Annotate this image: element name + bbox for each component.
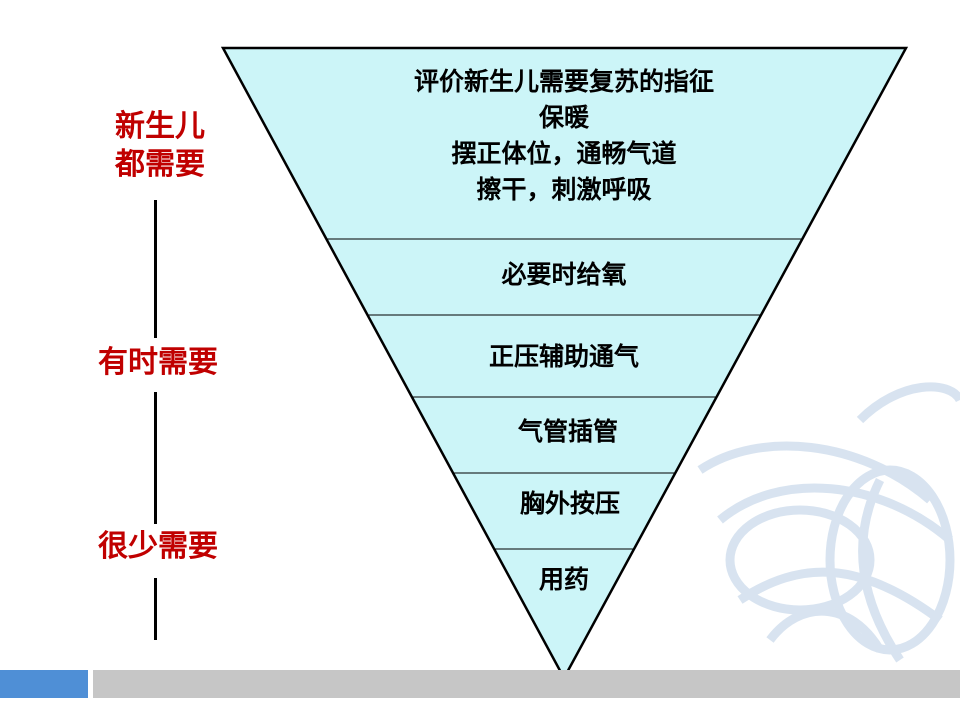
footer-bar-gray (93, 670, 960, 698)
tier-5-text: 胸外按压 (519, 489, 620, 518)
label-all-newborns: 新生儿 都需要 (95, 108, 225, 184)
label-all-newborns-line2: 都需要 (115, 147, 205, 182)
tier-2-text: 必要时给氧 (501, 260, 627, 289)
label-rarely-needed: 很少需要 (98, 529, 218, 564)
tier-4-text: 气管插管 (517, 417, 618, 446)
tier-1-text: 评价新生儿需要复苏的指征 保暖 摆正体位，通畅气道 擦干，刺激呼吸 (364, 64, 764, 208)
tier-3-text: 正压辅助通气 (488, 342, 639, 371)
tier-6-text: 用药 (538, 565, 589, 594)
label-all-newborns-line1: 新生儿 (115, 109, 205, 144)
divider-line-top (154, 200, 157, 338)
tier-1-line-3: 摆正体位，通畅气道 (451, 139, 677, 168)
tier-1-line-4: 擦干，刺激呼吸 (476, 175, 652, 204)
divider-line-middle (154, 392, 157, 524)
label-sometimes-needed: 有时需要 (98, 345, 218, 380)
footer-bar-blue (0, 670, 88, 698)
pyramid-shape (220, 46, 909, 681)
tier-1-line-1: 评价新生儿需要复苏的指征 (413, 67, 714, 96)
tier-1-line-2: 保暖 (538, 103, 589, 132)
divider-line-bottom (154, 578, 157, 640)
